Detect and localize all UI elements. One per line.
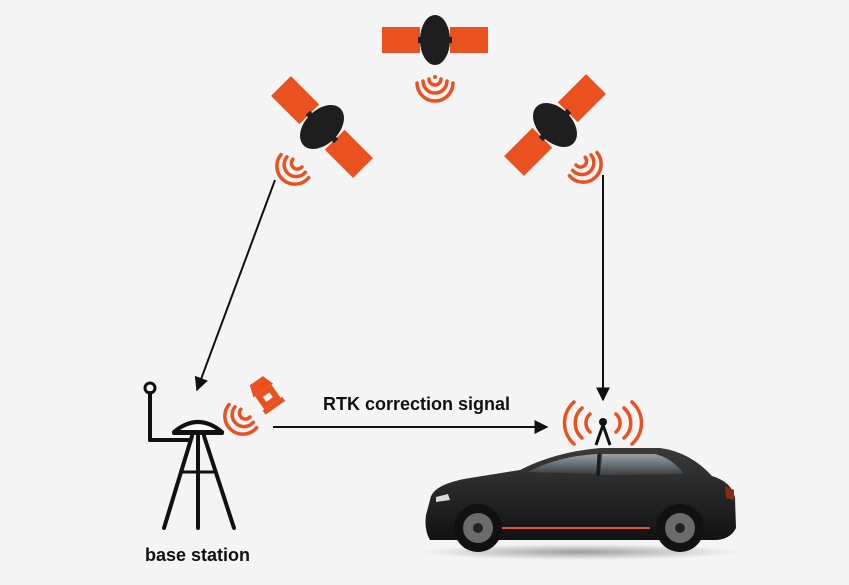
- signal-waves-icon-right: [567, 150, 603, 184]
- radio-transmitter-icon: [249, 376, 286, 415]
- signal-waves-icon-car-right: [614, 400, 644, 446]
- arrow-satellite-to-base: [194, 179, 276, 392]
- signal-waves-icon-left: [275, 152, 311, 186]
- car-icon: [420, 448, 740, 560]
- signal-waves-icon-car-left: [562, 400, 592, 446]
- satellite-icon-left: [271, 76, 373, 178]
- rtk-correction-label: RTK correction signal: [323, 394, 510, 414]
- satellite-icon-right: [504, 74, 606, 176]
- base-station-label: base station: [145, 545, 250, 565]
- signal-waves-icon-top: [415, 75, 455, 103]
- signal-waves-icon-base: [223, 402, 259, 436]
- antenna-icon: [594, 418, 612, 446]
- tripod-base-station-icon: [143, 381, 236, 530]
- satellite-icon-top: [382, 15, 488, 65]
